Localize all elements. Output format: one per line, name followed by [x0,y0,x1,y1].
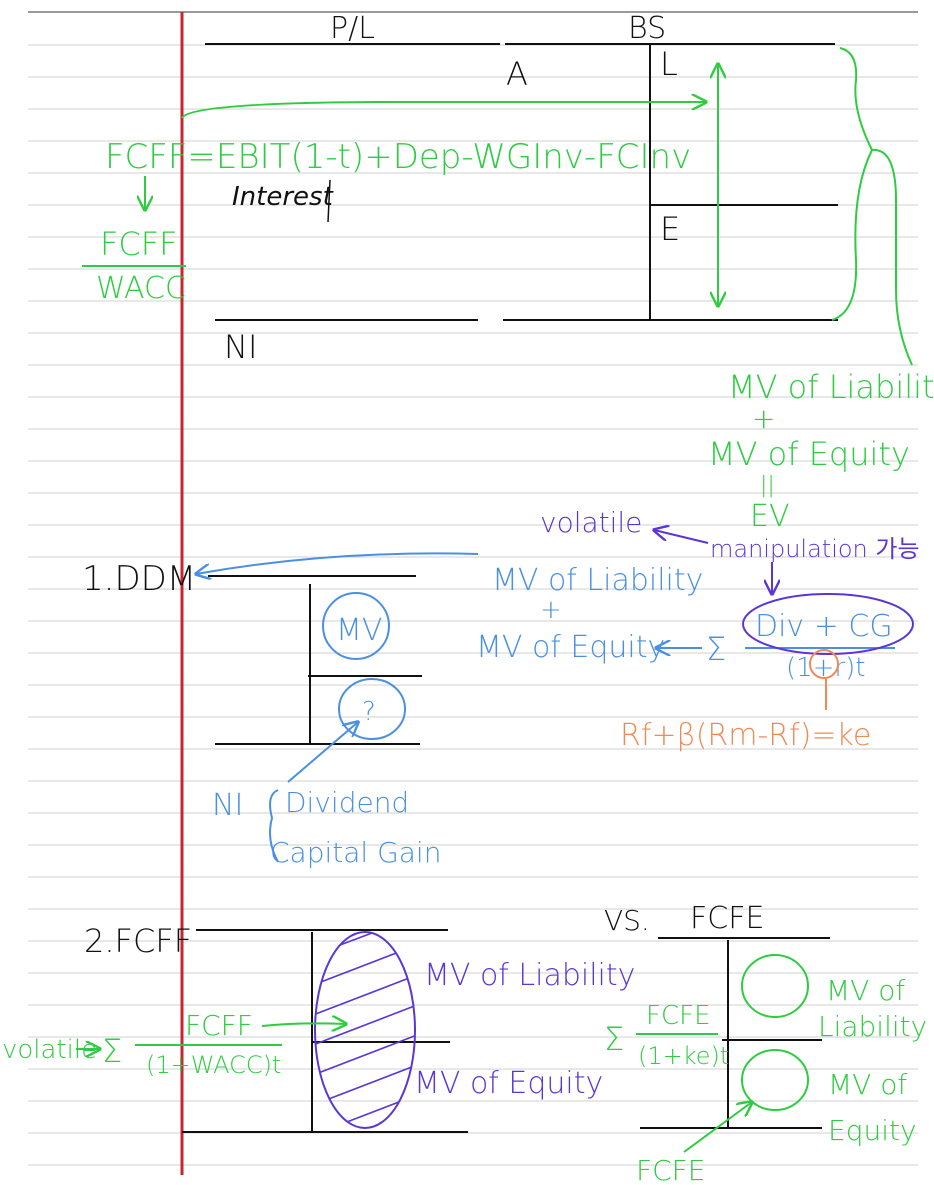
ddm-section: 1.DDM MV ? MV of Liability + MV of Equit… [82,506,920,869]
ddm-numerator: Div + CG [755,609,893,644]
fcff-formula: FCFF=EBIT(1-t)+Dep-WGInv-FCInv [105,137,691,177]
fcfe-label-arrow [683,1102,752,1153]
fcff-denominator: (1+WACC)t [146,1051,281,1079]
fcff-sum-symbol: Σ [102,1032,122,1070]
ddm-ni-label: NI [212,788,243,823]
net-income-label: NI [224,328,257,366]
fcfe-equity-circle [741,1049,809,1111]
top-section: P/L BS A L E Interest NI FCFF=EBIT(1-t)+… [82,11,934,534]
ddm-title: 1.DDM [82,559,196,599]
ddm-plus-sign: + [540,595,562,625]
mv-equity-text: MV of Equity [708,435,910,473]
fcff-mv-liability: MV of Liability [424,958,635,993]
fcff-fraction-numerator: FCFF [100,225,178,263]
interest-label: Interest [232,182,334,212]
ddm-mv-circle-text: MV [336,613,382,648]
fcff-mv-equity: MV of Equity [414,1066,603,1101]
fcfe-vs: VS. [604,904,650,937]
fcfe-numerator: FCFE [646,1001,711,1031]
ddm-r-circle [809,649,839,679]
liabilities-label: L [660,45,678,83]
ddm-mv-equity: MV of Equity [476,630,665,665]
fcfe-mv-liability-1: MV of [826,974,905,1007]
interest-underline [327,179,331,223]
fcfe-mv-liability-2: Liability [818,1010,927,1043]
ddm-volatile: volatile [540,506,642,539]
ddm-capm: Rf+β(Rm-Rf)=ke [620,718,871,753]
ddm-numerator-oval [742,593,914,655]
ddm-mv-liability: MV of Liability [492,563,703,598]
ddm-question-circle-text: ? [362,697,376,727]
assets-label: A [506,55,528,93]
ddm-manipulation: manipulation 가능 [710,535,920,563]
fcfe-mv-equity-2: Equity [828,1114,917,1147]
fcfe-liability-circle [741,954,809,1018]
fcfe-label: FCFE [636,1154,705,1185]
fcfe-sum-symbol: Σ [604,1020,624,1058]
ddm-ni-brace [269,789,279,863]
ddm-volatile-arrow [654,530,709,544]
fcff-to-oval-arrow [261,1023,346,1026]
fcff-hatch [315,932,415,1128]
ddm-capital-gain: Capital Gain [270,836,441,869]
ev-plus-sign: + [752,402,775,435]
ddm-pointer-arrow [196,552,479,574]
ddm-ni-arrow [287,722,358,783]
ddm-dividend: Dividend [285,786,409,819]
ddm-sum-symbol: Σ [706,630,726,668]
ev-label: EV [750,499,789,534]
fcff-section: 2.FCFF MV of Liability MV of Equity vola… [2,922,635,1133]
bs-right-brace [831,47,874,321]
bs-title: BS [628,11,666,46]
fcfe-title: FCFE [690,901,764,936]
ev-brace [871,148,913,366]
ruled-lines [28,44,918,1166]
fcfe-mv-equity-1: MV of [828,1068,907,1101]
fcfe-section: VS. FCFE MV of Liability MV of Equity Σ … [604,901,927,1185]
mv-liability-text: MV of Liability [728,368,934,406]
pl-title: P/L [330,11,375,46]
fcff-firm-oval [314,931,416,1129]
fcff-fraction-denominator: WACC [96,271,186,306]
ev-equals-sign: || [760,473,775,498]
fcff-numerator: FCFF [185,1009,253,1042]
ddm-question-circle [338,678,406,740]
equity-label: E [660,210,680,248]
fcfe-denominator: (1+ke)t [638,1042,729,1070]
ddm-mv-circle [322,592,390,660]
fcff-to-liability-arrow [181,102,706,119]
fcff-title: 2.FCFF [84,922,192,960]
